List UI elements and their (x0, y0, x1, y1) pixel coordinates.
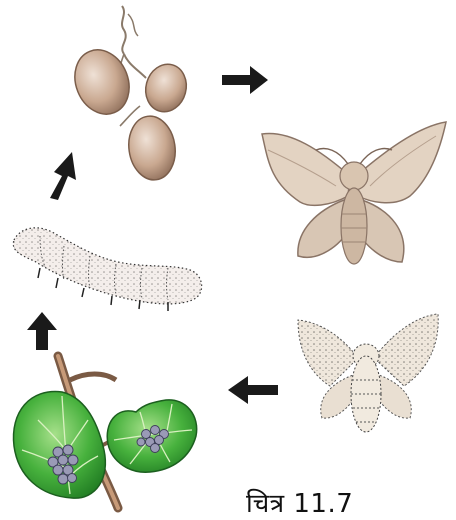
mulberry-leaves-eggs-icon (13, 356, 196, 508)
arrow-cocoon-to-moth (222, 66, 268, 94)
brown-moth-icon (262, 122, 446, 264)
cocoon-cluster-icon (66, 6, 192, 183)
arrow-eggs-to-larva (27, 312, 57, 350)
spotted-moth-icon (298, 314, 438, 432)
figure-caption: चित्र 11.7 (246, 484, 353, 520)
arrow-moth-to-eggs (228, 376, 278, 404)
arrow-larva-to-cocoon (50, 152, 76, 200)
silkworm-icon (13, 228, 201, 311)
